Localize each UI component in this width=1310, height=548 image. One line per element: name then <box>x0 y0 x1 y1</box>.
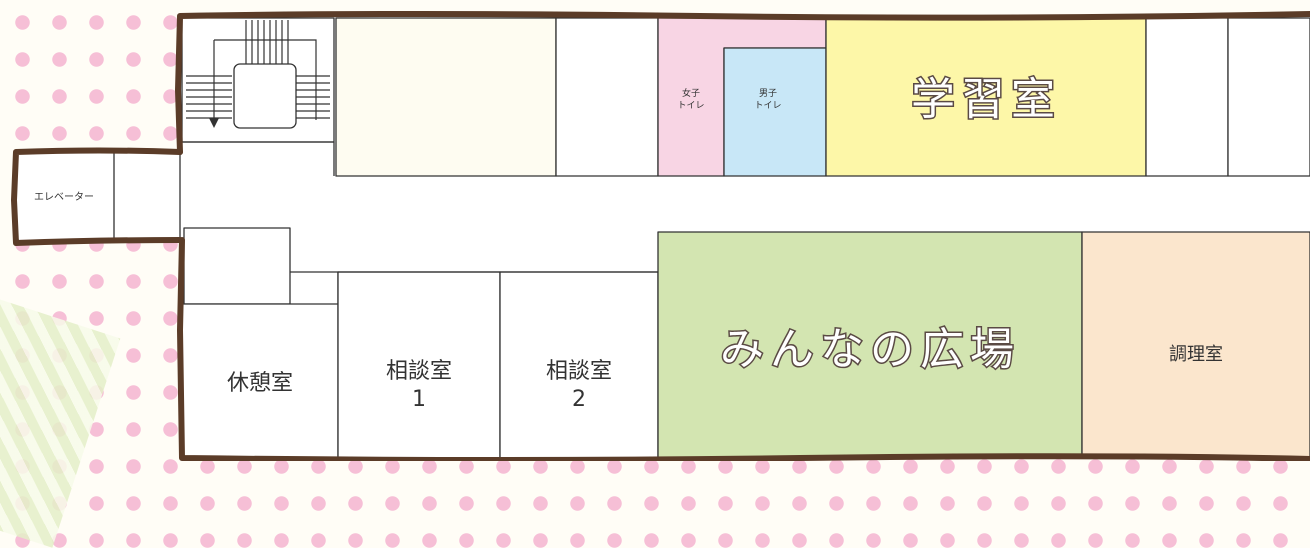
stair-arrow-icon <box>209 118 219 128</box>
floor-map: 学習室 みんなの広場 調理室 休憩室 相談室 1 相談室 2 エレベーター 女子… <box>11 11 1310 461</box>
elevator-label: エレベーター <box>34 191 94 203</box>
women-toilet-label-2: トイレ <box>677 101 704 111</box>
lounge-label: 休憩室 <box>227 371 293 396</box>
storage-room <box>183 227 291 305</box>
consult-room-1-number: 1 <box>412 387 426 412</box>
top-room-d <box>1227 17 1310 177</box>
plaza-label: みんなの広場 <box>720 324 1020 375</box>
top-room-c <box>1145 17 1229 177</box>
stairwell <box>181 17 335 143</box>
men-toilet <box>723 47 827 177</box>
consult-room-1-label: 相談室 <box>386 359 452 384</box>
top-room-a <box>335 17 557 177</box>
elevator-box <box>113 151 181 241</box>
cooking-room-label: 調理室 <box>1169 344 1223 365</box>
outer-wall <box>11 11 1310 461</box>
study-room-label: 学習室 <box>911 74 1061 125</box>
consult-room-2-label: 相談室 <box>546 359 612 384</box>
men-toilet-label: 男子 <box>759 88 777 99</box>
cooking-room <box>1081 231 1310 459</box>
women-toilet-label: 女子 <box>682 87 700 99</box>
top-room-b <box>555 17 659 177</box>
men-toilet-label-2: トイレ <box>754 101 781 111</box>
consult-room-2-number: 2 <box>572 387 586 412</box>
